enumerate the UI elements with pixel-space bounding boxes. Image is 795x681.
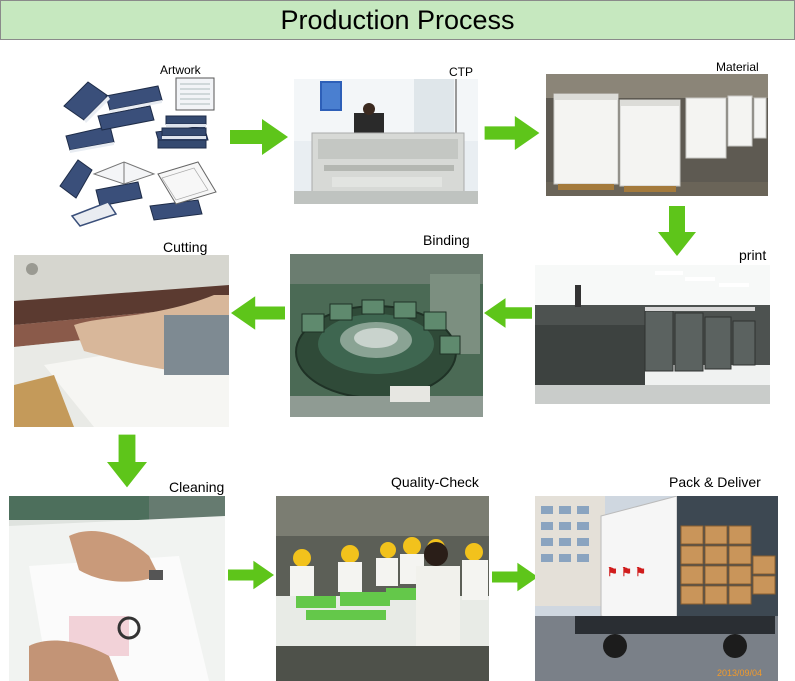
step-label-quality-check: Quality-Check <box>391 474 479 490</box>
pack-deliver-photo: ⚑ ⚑ ⚑ 2013/09/04 <box>535 496 778 681</box>
arrow-right-icon <box>230 119 288 155</box>
step-label-ctp: CTP <box>449 65 473 79</box>
cutting-photo <box>14 255 229 427</box>
arrow-left-icon <box>231 296 285 330</box>
arrow-right-icon <box>484 116 540 150</box>
material-photo <box>546 74 768 196</box>
arrow-down-icon <box>107 433 147 489</box>
arrow-left-icon <box>484 296 532 330</box>
step-label-print: print <box>739 247 767 263</box>
step-label-cutting: Cutting <box>163 239 208 255</box>
ctp-photo <box>294 79 478 204</box>
arrow-down-icon <box>658 206 696 256</box>
quality-check-photo <box>276 496 489 681</box>
artwork-image <box>58 66 223 228</box>
step-label-material: Material <box>716 60 759 74</box>
print-photo <box>535 265 770 404</box>
arrow-right-icon <box>492 558 538 596</box>
binding-photo <box>290 254 483 417</box>
svg-text:⚑ ⚑ ⚑: ⚑ ⚑ ⚑ <box>607 565 646 579</box>
page-title: Production Process <box>280 5 515 35</box>
cleaning-photo <box>9 496 225 681</box>
step-label-artwork: Artwork <box>160 63 201 77</box>
photo-date-stamp: 2013/09/04 <box>717 668 762 678</box>
step-label-pack-deliver: Pack & Deliver <box>669 474 761 490</box>
step-label-cleaning: Cleaning <box>169 479 225 495</box>
title-banner: Production Process <box>0 0 795 40</box>
arrow-right-icon <box>228 559 274 591</box>
step-label-binding: Binding <box>423 232 470 248</box>
